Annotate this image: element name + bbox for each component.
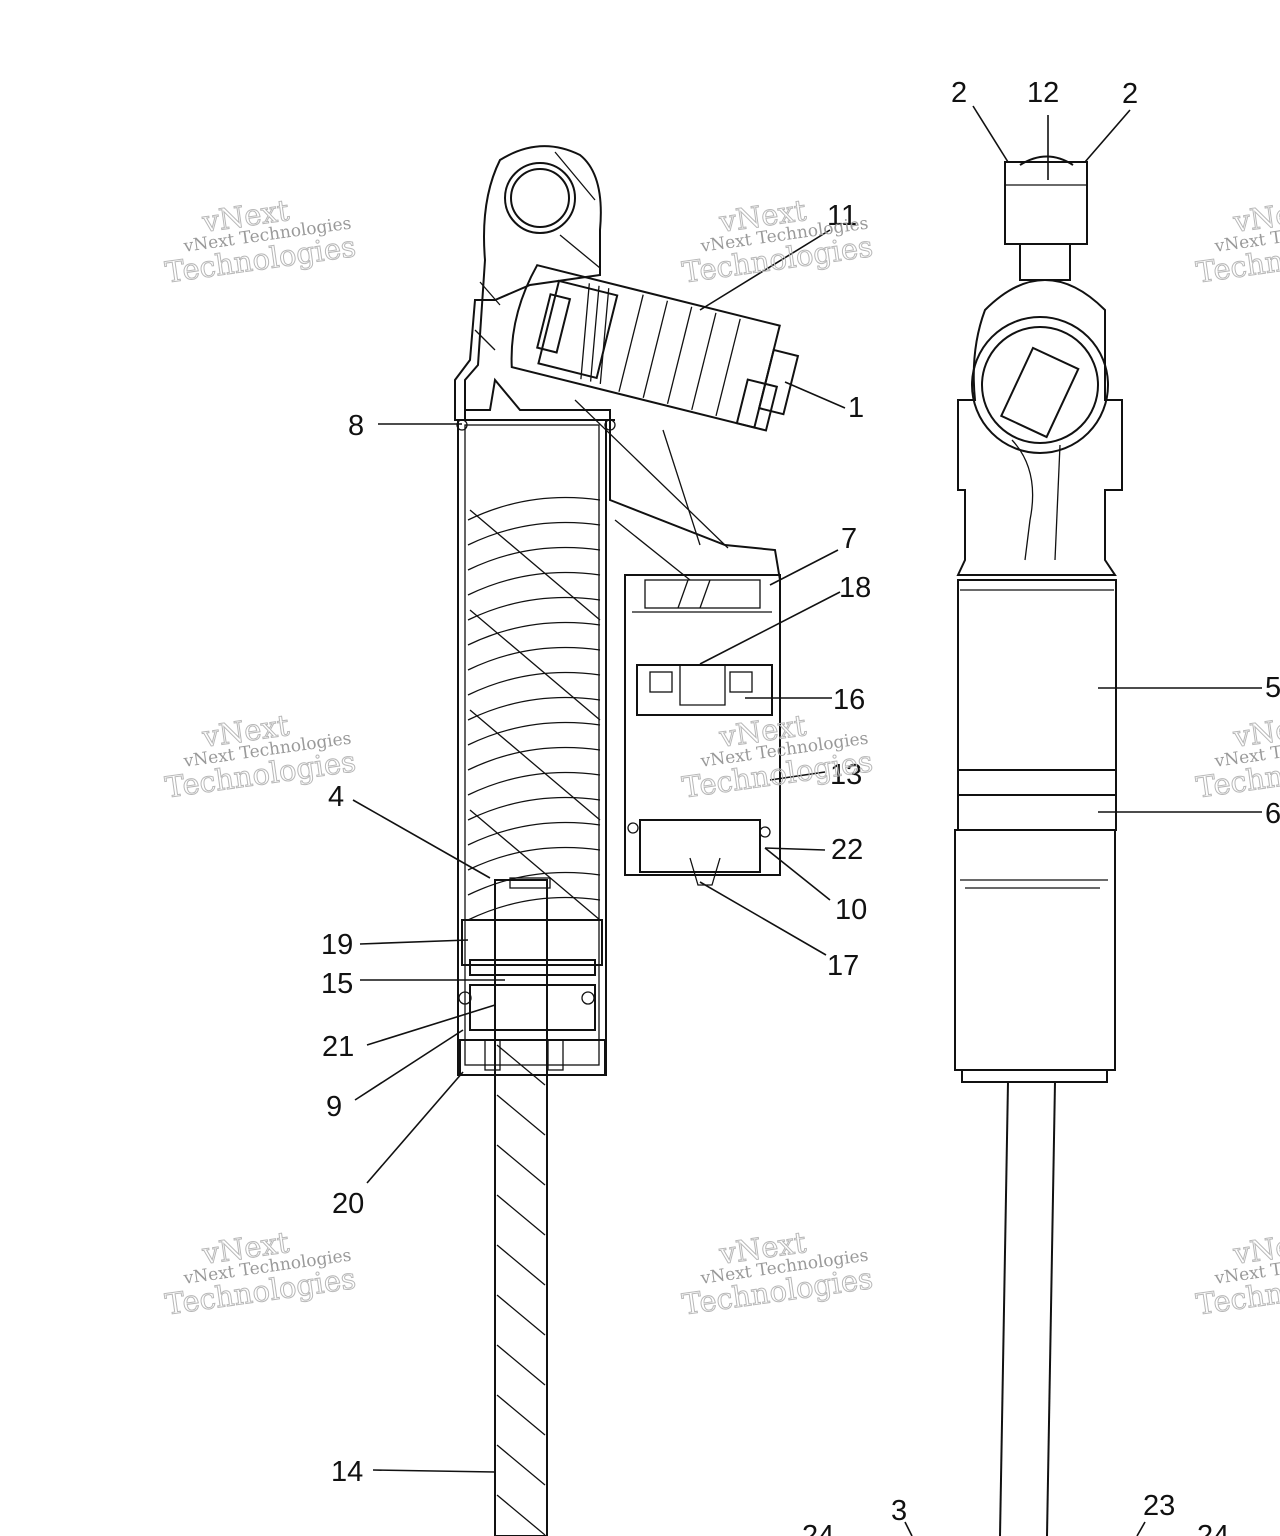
callout-9: 9 xyxy=(326,1091,342,1123)
callout-7: 7 xyxy=(841,523,857,555)
callout-2b: 2 xyxy=(1122,78,1138,110)
shaft-hatching xyxy=(496,1044,546,1536)
callout-11: 11 xyxy=(827,200,857,232)
callout-17: 17 xyxy=(827,950,859,982)
callout-16: 16 xyxy=(833,684,865,716)
callout-2a: 2 xyxy=(951,77,967,109)
callout-6: 6 xyxy=(1265,798,1280,830)
callout-15: 15 xyxy=(321,968,353,1000)
callout-24a: 24 xyxy=(802,1520,834,1536)
callout-21: 21 xyxy=(322,1031,354,1063)
callout-labels: 2 12 2 11 1 8 7 18 16 5 13 4 6 22 10 19 … xyxy=(321,77,1280,1536)
spring-hatching xyxy=(467,496,601,921)
callout-23: 23 xyxy=(1143,1490,1175,1522)
watermarks: vNext vNext Technologies Technologies vN… xyxy=(163,193,1280,1323)
callout-22: 22 xyxy=(831,834,863,866)
shock-cutaway-view xyxy=(454,145,800,1536)
callout-3: 3 xyxy=(891,1495,907,1527)
callout-10: 10 xyxy=(835,894,867,926)
callout-20: 20 xyxy=(332,1188,364,1220)
callout-14: 14 xyxy=(331,1456,363,1488)
callout-8: 8 xyxy=(348,410,364,442)
callout-5: 5 xyxy=(1265,672,1280,704)
callout-13: 13 xyxy=(830,759,862,791)
callout-18: 18 xyxy=(839,572,871,604)
callout-12: 12 xyxy=(1027,77,1059,109)
callout-24b: 24 xyxy=(1197,1520,1229,1536)
callout-19: 19 xyxy=(321,929,353,961)
shock-exterior-view xyxy=(954,155,1123,1536)
callout-4: 4 xyxy=(328,781,344,813)
leader-lines xyxy=(352,105,1262,1536)
callout-1: 1 xyxy=(848,392,864,424)
